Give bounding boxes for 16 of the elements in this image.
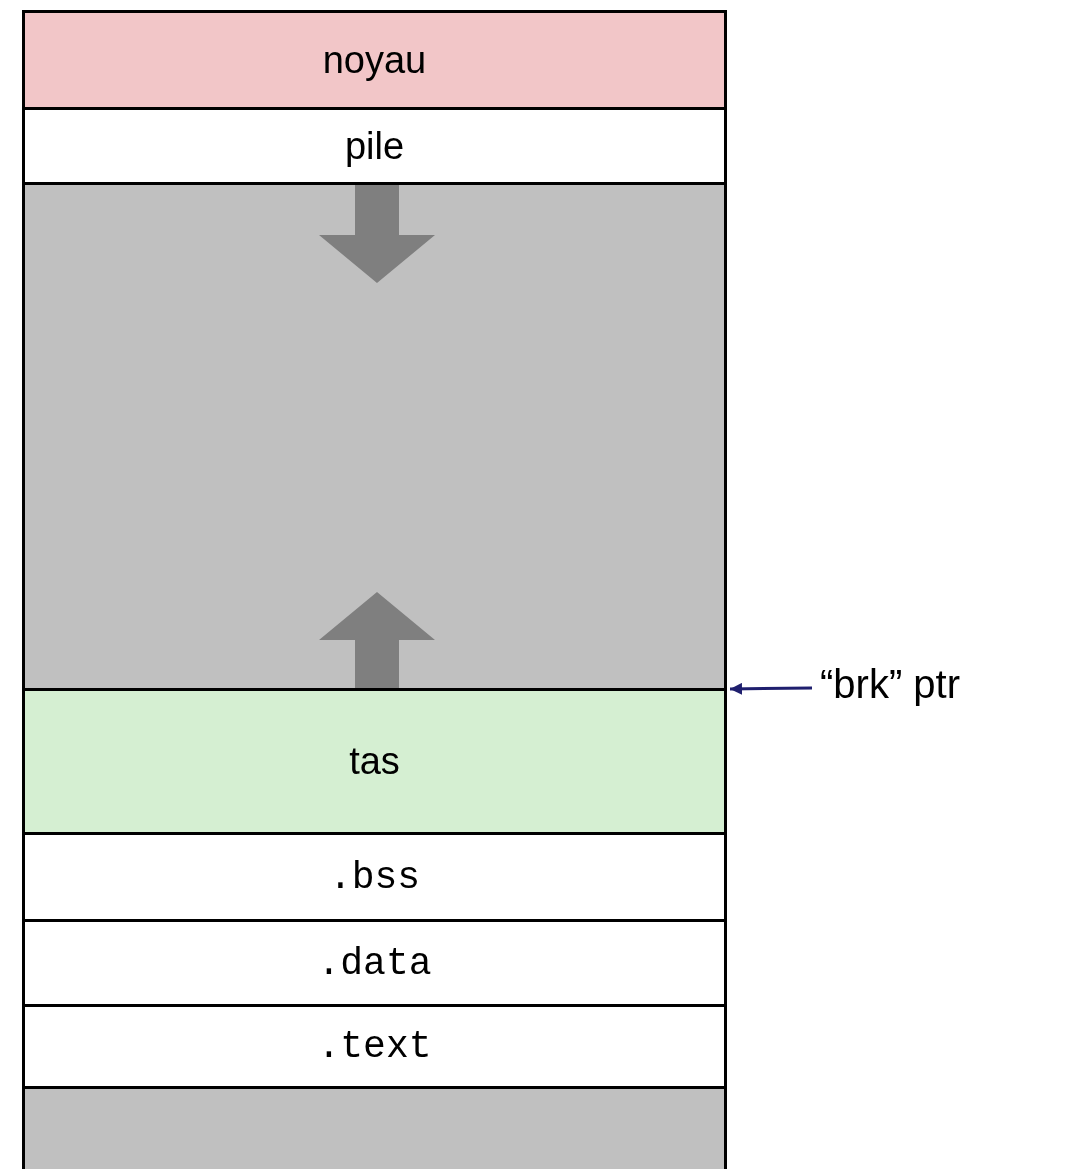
segment-label: tas	[349, 740, 400, 783]
memory-segment	[22, 1086, 727, 1169]
pointer-label: “brk” ptr	[820, 662, 960, 707]
memory-segment	[22, 10, 727, 110]
segment-label: .bss	[328, 855, 421, 899]
memory-segment	[22, 919, 727, 1007]
leader-arrow	[729, 682, 813, 695]
memory-segment	[22, 832, 727, 922]
segment-label: pile	[344, 124, 405, 168]
memory-segment	[22, 107, 727, 185]
memory-segment	[22, 688, 727, 835]
segment-label: .text	[317, 1025, 432, 1068]
segment-label: .data	[317, 941, 432, 985]
memory-segment	[22, 182, 727, 691]
memory-segment	[22, 1004, 727, 1089]
segment-label: noyau	[322, 38, 427, 82]
